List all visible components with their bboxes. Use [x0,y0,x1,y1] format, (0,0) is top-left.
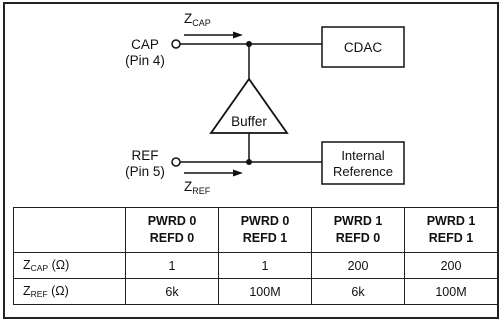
table-cell: 6k [125,278,219,305]
table-cell: 6k [311,278,405,305]
figure-frame [3,2,499,319]
ref-pin-terminal [171,157,181,167]
header-cell-blank [13,207,126,253]
cap-label: CAP [131,37,159,52]
table-cell: 1 [125,252,219,279]
internal-ref-label-line2: Reference [333,164,393,179]
table-cell: 1 [218,252,312,279]
buffer-label: Buffer [231,114,267,129]
circuit-diagram: CAP (Pin 4) ZCAP CDAC Buffer REF (Pin 5)… [125,11,405,196]
internal-reference-block [321,141,405,185]
z-ref-label: ZREF [184,179,211,196]
ref-pin-label: (Pin 5) [125,164,165,179]
table-cell: 200 [404,252,498,279]
ref-label: REF [132,148,159,163]
cdac-block [321,26,405,68]
internal-ref-label-line1: Internal [341,148,384,163]
z-cap-label: ZCAP [184,11,211,28]
ref-junction [246,159,252,165]
z-ref-arrowhead [233,169,243,177]
table-cell: 100M [218,278,312,305]
row-label-z-ref: ZREF (Ω) [13,278,126,305]
table-cell: 100M [404,278,498,305]
cap-pin-label: (Pin 4) [125,53,165,68]
z-cap-arrowhead [233,31,243,39]
table-row-z-cap: ZCAP (Ω) 1 1 200 200 [13,252,498,279]
table-row-z-ref: ZREF (Ω) 6k 100M 6k 100M [13,278,498,305]
cdac-label: CDAC [344,40,383,55]
row-label-z-cap: ZCAP (Ω) [13,252,126,279]
cap-pin-terminal [171,39,181,49]
table-cell: 200 [311,252,405,279]
